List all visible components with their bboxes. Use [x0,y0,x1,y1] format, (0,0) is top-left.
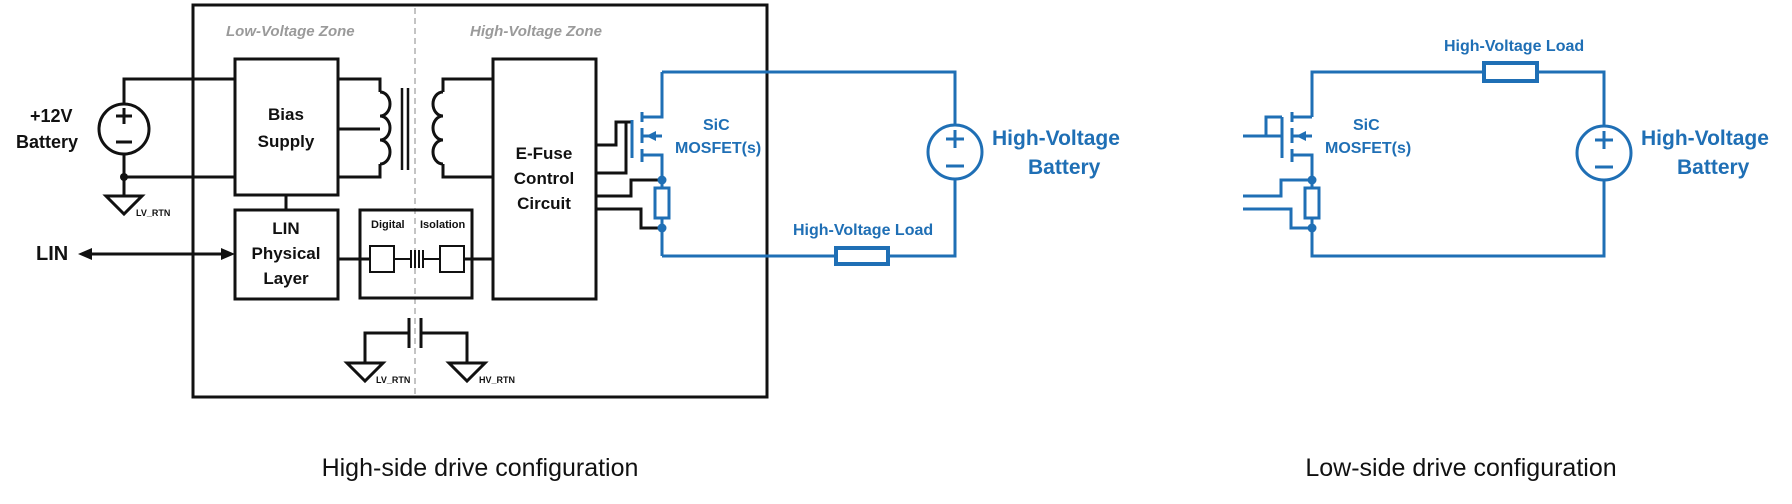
caption-high-side: High-side drive configuration [322,454,639,482]
transformer-primary-bottom [338,164,382,179]
ground-lv-symbol-1 [102,194,146,217]
hv-battery-label-line1: High-Voltage [992,127,1120,150]
junction-dot [120,173,128,181]
mosfet-source [642,153,664,180]
lin-physical-layer-block [233,208,340,301]
junction-dot [657,223,667,233]
bias-supply-label-line1: Bias [268,105,304,124]
transformer-primary-top [338,77,382,92]
current-sense-wire-1 [596,178,662,198]
battery-12v-label-line2: Battery [16,132,78,152]
ls-shunt-resistor [1303,186,1321,220]
ls-mosfet-arrow [1296,131,1306,141]
mosfet-arrow [646,131,656,141]
iso-cap-lv-wire [363,331,409,363]
ls-mosfet-source [1292,153,1314,180]
transformer-secondary-coil [431,90,444,166]
efuse-label-line3: Circuit [517,194,571,213]
ground-lv-symbol-2 [343,361,387,384]
ground-lv-label-2: LV_RTN [376,375,410,385]
lin-arrow-right [221,248,235,260]
ls-top-wire-left [1310,70,1484,117]
junction-dot [657,175,667,185]
gate-drive-wire-1 [596,120,632,147]
lin-phy-label-line1: LIN [272,219,299,238]
bias-supply-block [233,57,340,197]
ls-sense-wire-1 [1243,178,1312,198]
ls-mosfet-label-line2: MOSFET(s) [1325,140,1411,157]
ls-bottom-wire [1310,180,1606,258]
battery-12v-top-wire [122,77,235,104]
hv-return-wire [888,179,957,258]
iso-cap-hv-wire [421,331,469,363]
ls-hv-battery-label-line2: Battery [1677,156,1750,179]
transformer-secondary-bottom [441,164,493,179]
transformer-primary-coil [379,90,392,166]
lin-arrow-left [78,248,92,260]
lin-phy-label-line2: Physical [252,244,321,263]
high-voltage-zone-label: High-Voltage Zone [470,23,602,40]
efuse-module-enclosure [191,3,769,399]
ground-hv-label: HV_RTN [479,375,515,385]
lin-phy-label-line3: Layer [263,269,309,288]
caption-low-side: Low-side drive configuration [1305,454,1616,482]
ls-hv-load-label: High-Voltage Load [1444,38,1584,55]
ground-lv-label-1: LV_RTN [136,208,170,218]
bias-supply-label-line2: Supply [258,132,315,151]
efuse-label-line1: E-Fuse [516,144,573,163]
isolator-label-digital: Digital [371,219,405,231]
efuse-label-line2: Control [514,169,574,188]
ls-top-wire-right [1537,70,1606,126]
current-sense-wire-2 [596,207,662,230]
ground-hv-symbol [445,361,489,384]
mosfet-drain [642,72,664,119]
hv-top-wire [662,70,957,125]
hv-load-label: High-Voltage Load [793,222,933,239]
efuse-control-block [491,57,598,301]
mosfet-label-line2: MOSFET(s) [675,140,761,157]
isolator-tx-block [369,245,395,273]
low-voltage-zone-label: Low-Voltage Zone [226,23,355,40]
ls-hv-load-symbol [1482,61,1539,83]
mosfet-label-line1: SiC [703,117,730,134]
isolator-label-isolation: Isolation [420,219,466,231]
battery-12v-label-line1: +12V [30,106,73,126]
ls-gate-wire-2 [1264,115,1282,136]
transformer-secondary-top [441,77,493,92]
lin-label: LIN [36,243,68,265]
ls-sense-wire-2 [1243,207,1312,230]
hv-load-symbol [834,246,890,266]
hv-battery-label-line2: Battery [1028,156,1101,179]
shunt-resistor [653,186,671,220]
ls-mosfet-label-line1: SiC [1353,117,1380,134]
isolator-rx-block [439,245,465,273]
digital-isolator-block [358,208,474,300]
gate-drive-wire-2 [596,122,628,175]
ls-hv-battery-label-line1: High-Voltage [1641,127,1769,150]
